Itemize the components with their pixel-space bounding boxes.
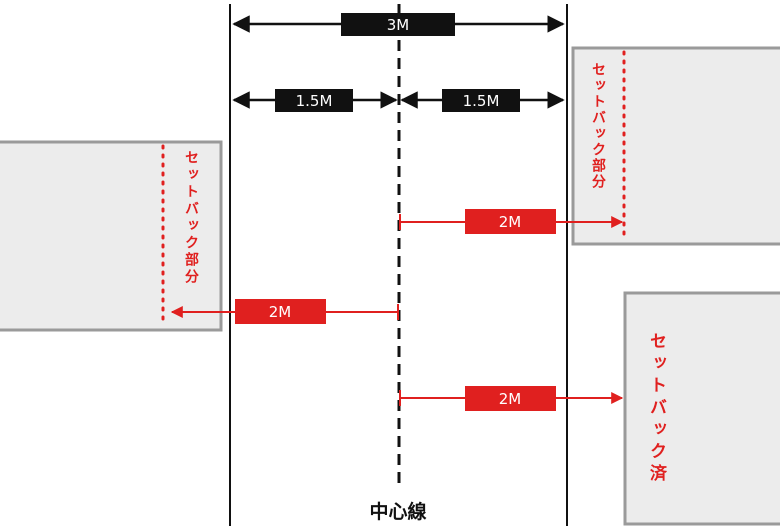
left-2m-label-box: [235, 299, 326, 324]
upper-right-setback-label: セットバック部分: [590, 62, 606, 190]
setback-done-label: セットバック済: [646, 332, 667, 486]
upper-right-2m-label-box: [465, 209, 556, 234]
left-half-label-box: [275, 89, 353, 112]
left-2m-label: 2M: [269, 303, 292, 321]
lower-right-lot-box: [623, 291, 780, 526]
lower-right-2m-label-box: [465, 386, 556, 411]
left-half-label: 1.5M: [296, 92, 333, 110]
total-width-label: 3M: [387, 16, 410, 34]
total-width-label-box: [341, 13, 455, 36]
left-lot-box: [0, 140, 223, 332]
left-setback-label: セットバック部分: [183, 150, 199, 286]
lower-right-2m-label: 2M: [499, 390, 522, 408]
upper-right-lot-box: [571, 46, 780, 246]
right-half-label: 1.5M: [463, 92, 500, 110]
upper-right-2m-label: 2M: [499, 213, 522, 231]
right-half-label-box: [442, 89, 520, 112]
center-line-label: 中心線: [369, 500, 426, 523]
